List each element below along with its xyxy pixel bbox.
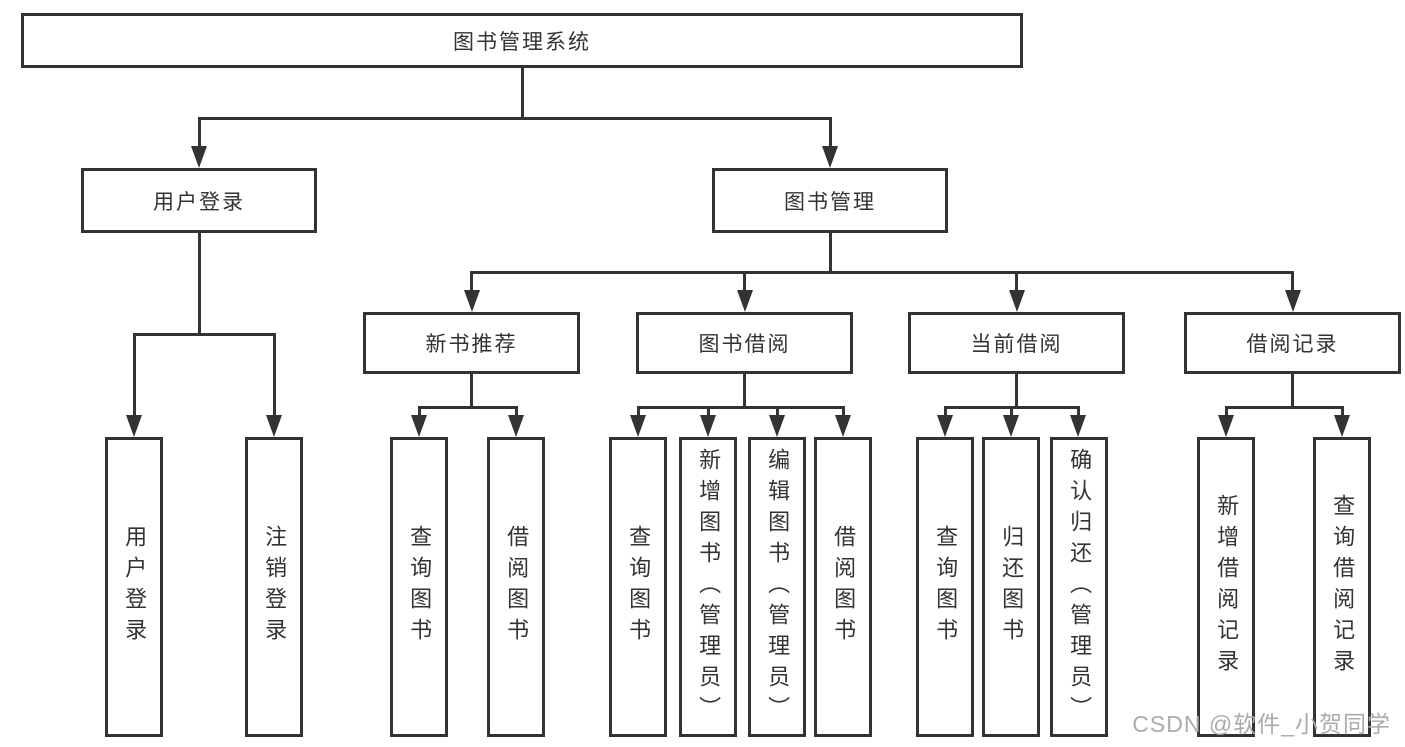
arrow-down-icon <box>191 146 207 168</box>
arrow-down-icon <box>1009 290 1025 312</box>
arrow-down-icon <box>822 146 838 168</box>
connector-drop <box>1010 406 1013 417</box>
connector-book-mgmt-bar <box>470 271 1294 274</box>
arrow-down-icon <box>1334 415 1350 437</box>
leaf-label: 注销登录 <box>262 525 288 649</box>
connector-drop <box>470 271 473 292</box>
connector-drop <box>707 406 710 417</box>
leaf-bb-add-books-admin: 新增图书（管理员） <box>679 437 737 737</box>
leaf-bb-query-books: 查询图书 <box>609 437 667 737</box>
arrow-down-icon <box>737 290 753 312</box>
node-new-book-recommend: 新书推荐 <box>363 312 580 374</box>
watermark: CSDN @软件_小贺同学 <box>1132 711 1391 737</box>
connector-drop <box>515 406 518 417</box>
connector-drop <box>1015 271 1018 292</box>
arrow-down-icon <box>1285 290 1301 312</box>
arrow-down-icon <box>769 415 785 437</box>
connector-drop <box>829 117 832 149</box>
leaf-cb-confirm-return-admin: 确认归还（管理员） <box>1050 437 1108 737</box>
connector-drop <box>944 406 947 417</box>
connector-drop <box>1077 406 1080 417</box>
leaf-nb-borrow-books: 借阅图书 <box>487 437 545 737</box>
connector-drop <box>418 406 421 417</box>
leaf-bb-edit-books-admin: 编辑图书（管理员） <box>748 437 806 737</box>
leaf-nb-query-books: 查询图书 <box>390 437 448 737</box>
arrow-down-icon <box>937 415 953 437</box>
node-book-management: 图书管理 <box>712 168 948 233</box>
leaf-bb-borrow-books: 借阅图书 <box>814 437 872 737</box>
node-book-borrow: 图书借阅 <box>636 312 853 374</box>
connector-root-bar <box>198 117 831 120</box>
arrow-down-icon <box>508 415 524 437</box>
connector-drop <box>842 406 845 417</box>
arrow-down-icon <box>126 415 142 437</box>
leaf-label: 借阅图书 <box>831 525 857 649</box>
leaf-label: 确认归还（管理员） <box>1067 447 1093 727</box>
leaf-user-login: 用户登录 <box>105 437 163 737</box>
connector-drop <box>273 333 276 417</box>
connector-drop <box>133 333 136 417</box>
leaf-logout: 注销登录 <box>245 437 303 737</box>
connector-drop <box>1291 271 1294 292</box>
leaf-cb-query-books: 查询图书 <box>916 437 974 737</box>
leaf-br-query-record: 查询借阅记录 <box>1313 437 1371 737</box>
leaf-label: 归还图书 <box>999 525 1025 649</box>
leaf-label: 新增借阅记录 <box>1214 494 1240 680</box>
connector-drop <box>198 117 201 149</box>
connector-book-borrow-stem <box>743 374 746 409</box>
node-current-borrow: 当前借阅 <box>908 312 1125 374</box>
node-borrow-records: 借阅记录 <box>1184 312 1401 374</box>
connector-user-login-bar <box>133 333 276 336</box>
arrow-down-icon <box>266 415 282 437</box>
leaf-label: 查询图书 <box>626 525 652 649</box>
connector-user-login-stem <box>198 233 201 336</box>
leaf-br-add-record: 新增借阅记录 <box>1197 437 1255 737</box>
leaf-label: 查询借阅记录 <box>1330 494 1356 680</box>
connector-drop <box>637 406 640 417</box>
connector-root-stem <box>521 68 524 119</box>
arrow-down-icon <box>835 415 851 437</box>
arrow-down-icon <box>630 415 646 437</box>
connector-current-borrow-stem <box>1015 374 1018 409</box>
connector-book-borrow-bar <box>637 406 844 409</box>
connector-new-book-bar <box>418 406 518 409</box>
arrow-down-icon <box>1003 415 1019 437</box>
leaf-label: 新增图书（管理员） <box>696 447 722 727</box>
connector-drop <box>776 406 779 417</box>
arrow-down-icon <box>1070 415 1086 437</box>
connector-borrow-records-bar <box>1225 406 1343 409</box>
connector-drop <box>743 271 746 292</box>
connector-drop <box>1341 406 1344 417</box>
connector-drop <box>1225 406 1228 417</box>
leaf-label: 用户登录 <box>122 525 148 649</box>
leaf-label: 查询图书 <box>407 525 433 649</box>
leaf-label: 查询图书 <box>933 525 959 649</box>
connector-new-book-stem <box>470 374 473 409</box>
arrow-down-icon <box>700 415 716 437</box>
leaf-label: 借阅图书 <box>504 525 530 649</box>
connector-borrow-records-stem <box>1291 374 1294 409</box>
arrow-down-icon <box>411 415 427 437</box>
leaf-cb-return-books: 归还图书 <box>982 437 1040 737</box>
leaf-label: 编辑图书（管理员） <box>765 447 791 727</box>
connector-book-mgmt-stem <box>829 233 832 274</box>
node-root: 图书管理系统 <box>21 13 1023 68</box>
arrow-down-icon <box>464 290 480 312</box>
node-user-login: 用户登录 <box>81 168 317 233</box>
arrow-down-icon <box>1218 415 1234 437</box>
